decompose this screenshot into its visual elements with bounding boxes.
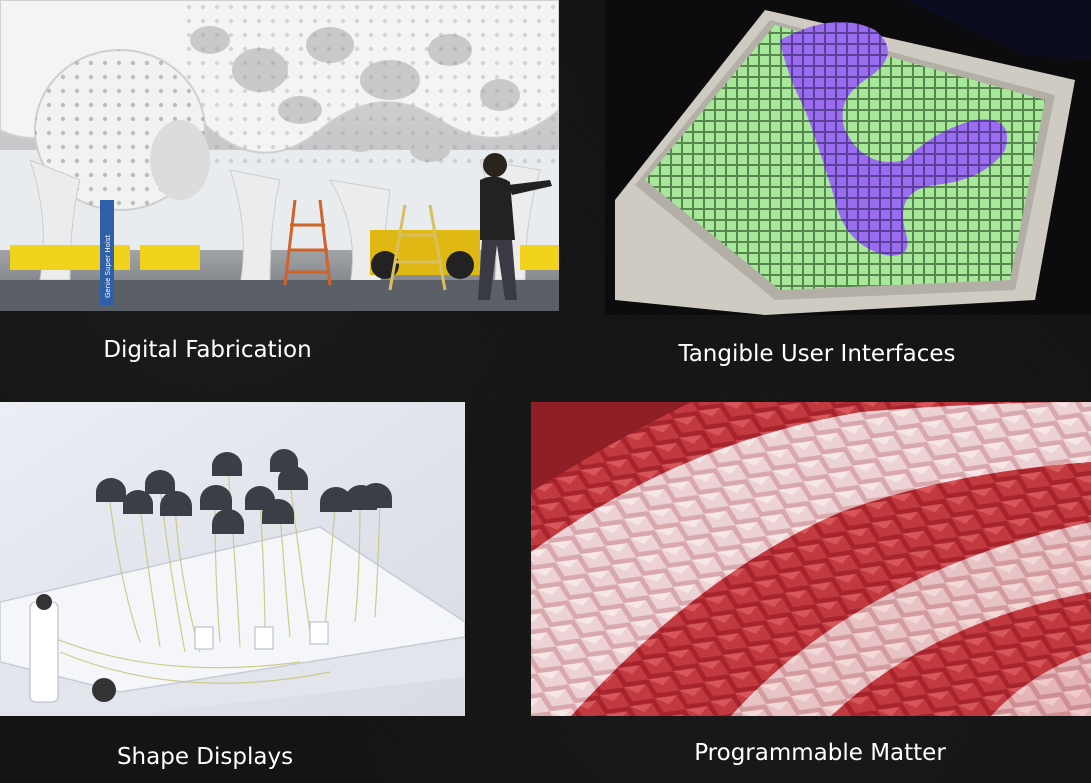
caption-programmable-matter: Programmable Matter bbox=[694, 740, 946, 766]
digital-fabrication-photo: Genie Super Hoist bbox=[0, 0, 559, 311]
shape-displays-photo bbox=[0, 402, 465, 716]
caption-digital-fabrication: Digital Fabrication bbox=[103, 337, 312, 363]
tangible-user-interfaces-photo bbox=[605, 0, 1091, 315]
programmable-matter-photo bbox=[531, 402, 1091, 716]
caption-shape-displays: Shape Displays bbox=[116, 744, 294, 770]
post-label: Genie Super Hoist bbox=[104, 234, 112, 298]
caption-tangible-user-interfaces: Tangible User Interfaces bbox=[678, 341, 956, 367]
